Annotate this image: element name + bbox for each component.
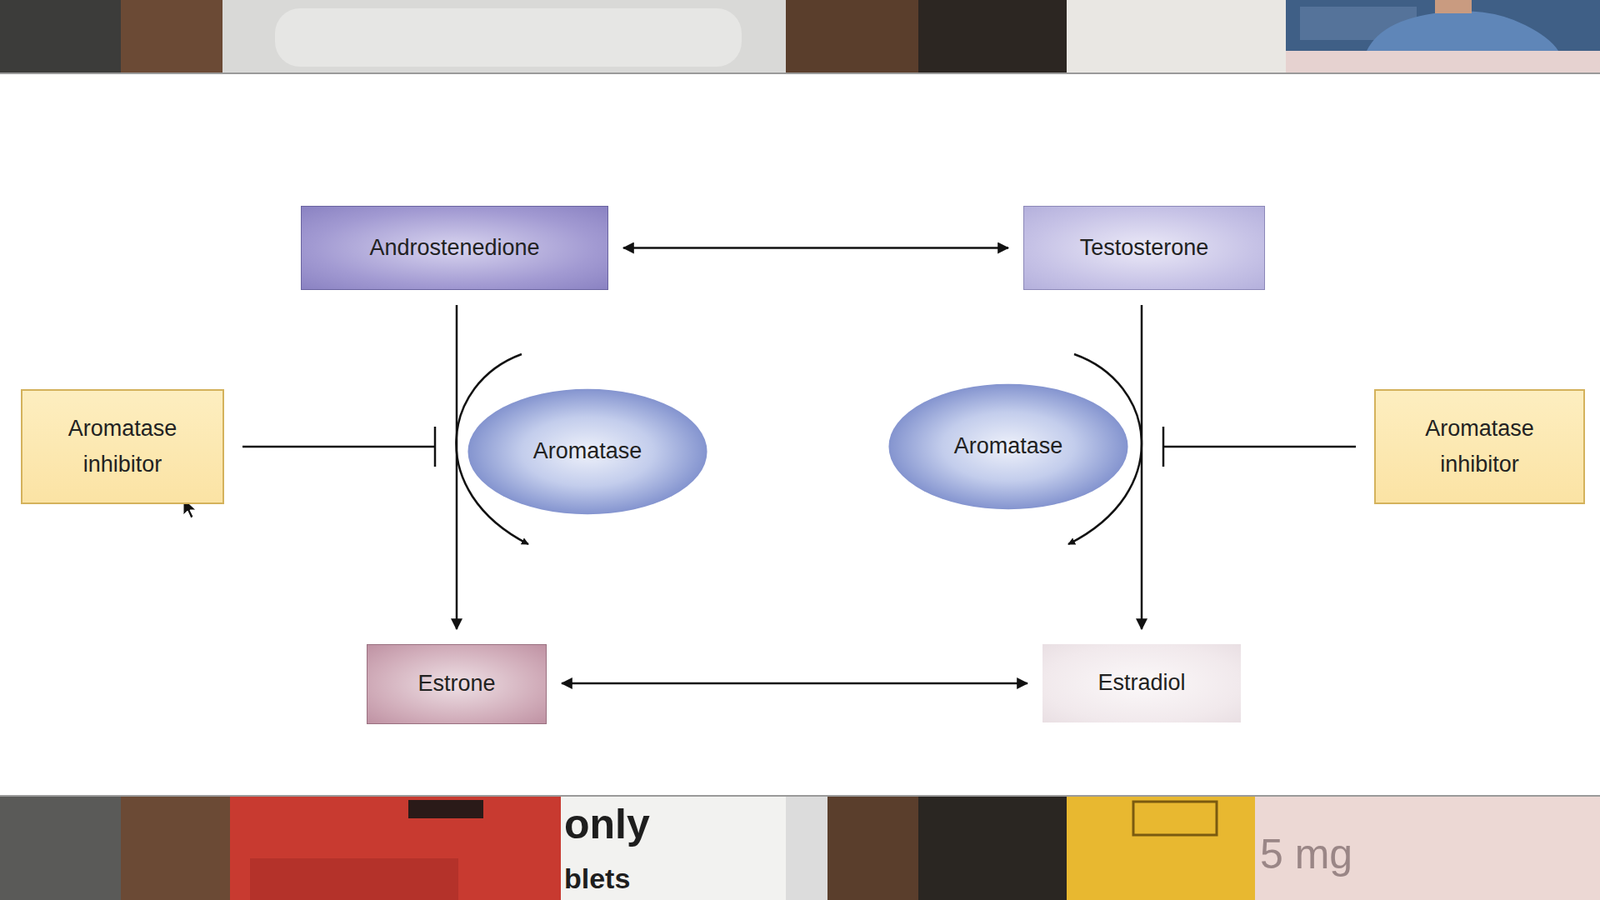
inhibitor-box: Aromatase inhibitor [20, 389, 225, 505]
photo-text: blets [564, 863, 630, 895]
inhibition-bar [1163, 426, 1356, 467]
node-label: Estradiol [1097, 665, 1185, 701]
precursor-box: Androstenedione [300, 205, 609, 290]
node-label: Aromatase [533, 433, 643, 470]
slide-panel [0, 73, 1600, 796]
photo-text: 5 mg [1260, 831, 1353, 878]
node-content: Aromatase inhibitor [44, 410, 201, 483]
inhibition-bar [242, 426, 435, 467]
enzyme-ellipse: Aromatase [466, 388, 709, 515]
reaction-arrow [1140, 305, 1144, 630]
node-content: Aromatase [533, 433, 643, 470]
inhibitor-box: Aromatase inhibitor [1374, 389, 1585, 505]
enzyme-ellipse: Aromatase [887, 383, 1130, 510]
precursor-box: Testosterone [1023, 205, 1265, 290]
bottom-photo-band [0, 796, 1600, 900]
reaction-arrow [561, 682, 1028, 685]
node-label: Aromatase inhibitor [44, 410, 201, 483]
product-box: Estrone [366, 644, 547, 725]
photo-text: only [564, 801, 650, 848]
node-content: Estradiol [1097, 665, 1185, 701]
node-label: Testosterone [1080, 230, 1210, 266]
reaction-arrow [455, 305, 459, 630]
node-content: Androstenedione [369, 230, 540, 266]
node-label: Androstenedione [369, 230, 540, 266]
product-box: Estradiol [1042, 644, 1241, 723]
webcam-inset [1285, 0, 1600, 51]
node-content: Testosterone [1080, 230, 1210, 266]
top-photo-band [0, 0, 1600, 74]
node-content: Aromatase [954, 428, 1064, 465]
reaction-arrow [623, 246, 1009, 250]
node-label: Aromatase inhibitor [1397, 410, 1562, 483]
node-content: Estrone [417, 665, 495, 702]
node-content: Aromatase inhibitor [1397, 410, 1562, 483]
node-label: Aromatase [954, 428, 1064, 465]
node-label: Estrone [417, 665, 495, 702]
